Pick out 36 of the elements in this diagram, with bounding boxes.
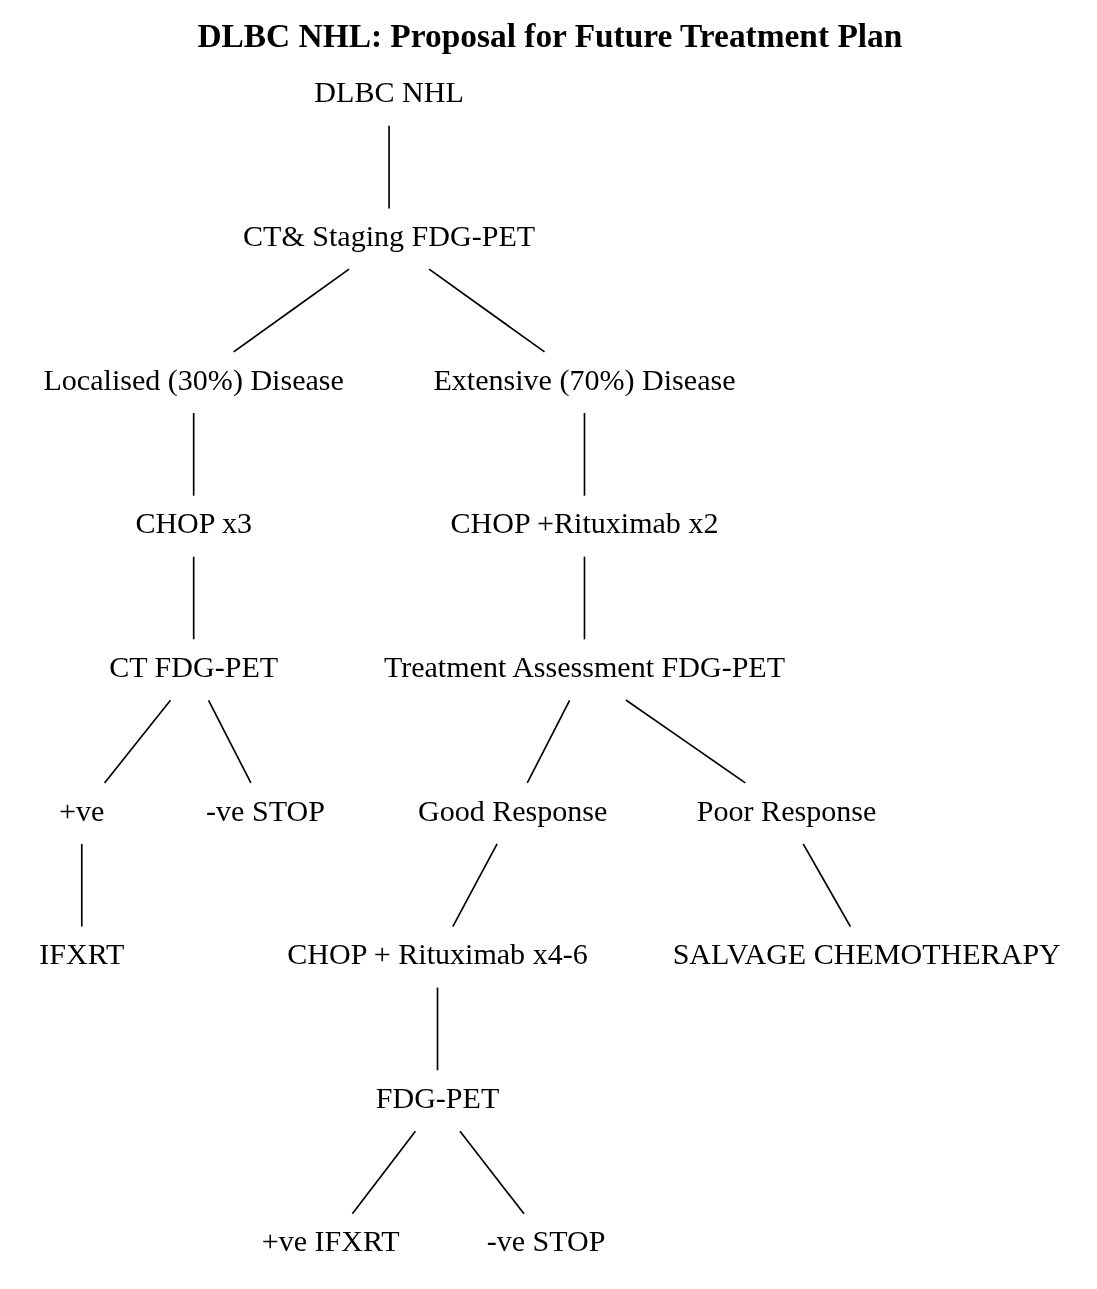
node-text: +ve IFXRT <box>261 1224 400 1259</box>
connector <box>436 986 438 1072</box>
connector <box>192 412 194 497</box>
node-text: CHOP +Rituximab x2 <box>450 506 718 541</box>
connector <box>103 699 171 784</box>
connector <box>801 843 851 928</box>
node-text: Good Response <box>417 793 607 828</box>
connector <box>351 1130 416 1215</box>
connector <box>232 268 350 353</box>
connector <box>207 699 252 784</box>
connector <box>427 268 545 353</box>
node-text: Extensive (70%) Disease <box>432 362 736 397</box>
connector <box>583 412 585 497</box>
node-text: +ve <box>58 793 104 828</box>
node-text: -ve STOP <box>486 1224 605 1259</box>
node-text: Localised (30%) Disease <box>43 362 344 397</box>
connector <box>458 1130 525 1215</box>
node-text: Treatment Assessment FDG-PET <box>383 649 785 684</box>
connector <box>80 843 83 928</box>
node-text: -ve STOP <box>205 793 325 828</box>
node-text: SALVAGE CHEMOTHERAPY <box>672 937 1061 972</box>
connector <box>192 555 194 641</box>
node-text: CHOP x3 <box>134 506 252 541</box>
node-text: CHOP + Rituximab x4-6 <box>286 937 588 972</box>
node-text: CT& Staging FDG-PET <box>242 219 535 254</box>
node-text: CT FDG-PET <box>108 649 278 684</box>
connector <box>451 843 498 928</box>
node-text: DLBC NHL <box>313 75 464 110</box>
diagram-title: DLBC NHL: Proposal for Future Treatment Plan <box>196 16 902 54</box>
node-text: FDG-PET <box>375 1080 499 1115</box>
node-text: IFXRT <box>38 937 124 972</box>
connector <box>387 124 390 210</box>
connector <box>583 555 585 641</box>
connector <box>525 699 570 784</box>
node-text: Poor Response <box>696 793 876 828</box>
connector <box>624 699 746 784</box>
